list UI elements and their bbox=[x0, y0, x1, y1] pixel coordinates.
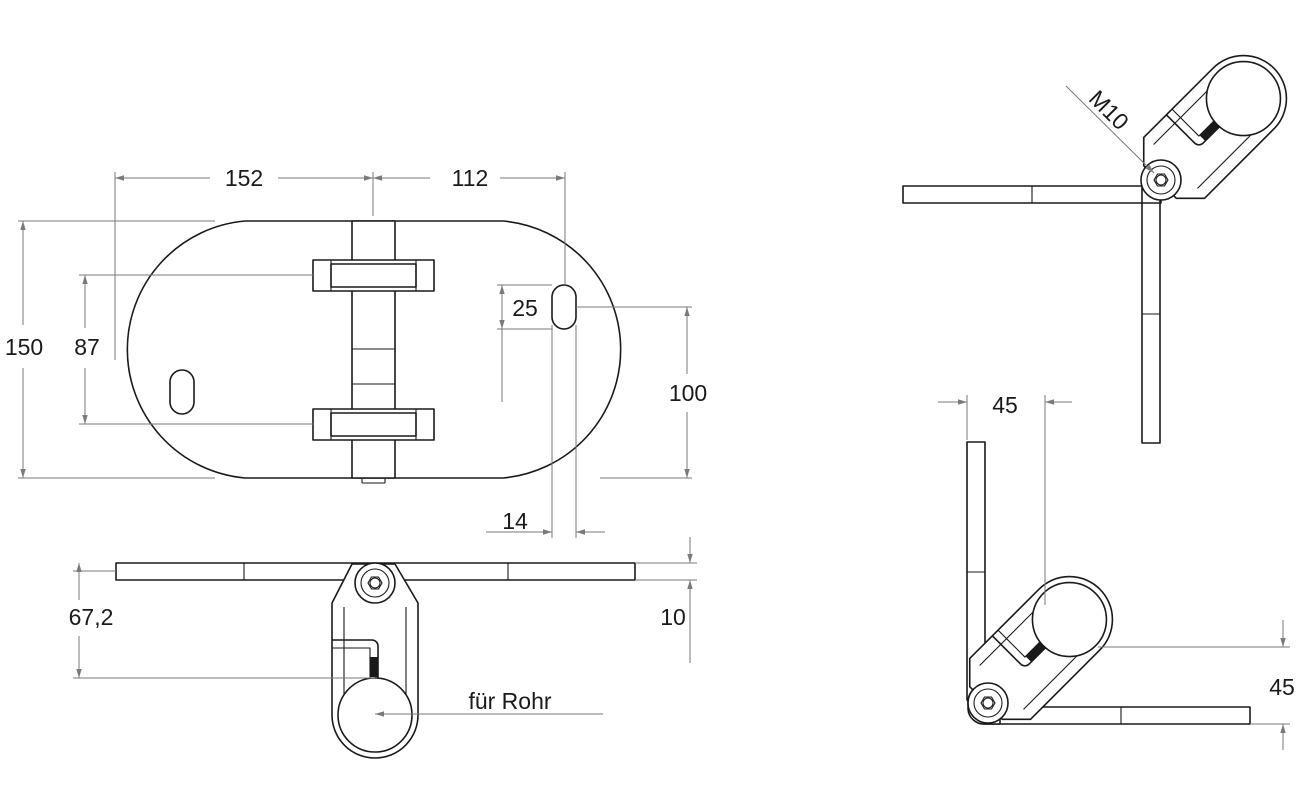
dim-150: 150 bbox=[5, 334, 43, 360]
lower-clamp bbox=[312, 408, 435, 441]
m10-leader bbox=[1065, 85, 1155, 174]
side-view-dimensions bbox=[73, 537, 697, 717]
dim-45-vertical: 45 bbox=[1269, 674, 1295, 700]
dim-152: 152 bbox=[225, 165, 263, 191]
dim-87: 87 bbox=[74, 334, 100, 360]
top-right-view bbox=[902, 54, 1288, 444]
top-view bbox=[126, 220, 622, 484]
upper-clamp bbox=[312, 259, 435, 292]
dim-112: 112 bbox=[452, 165, 489, 191]
bottom-right-dimensions bbox=[938, 395, 1290, 750]
dim-14: 14 bbox=[502, 508, 528, 534]
dim-10: 10 bbox=[660, 604, 686, 630]
side-tube-bore bbox=[337, 677, 413, 753]
plate-outline bbox=[126, 220, 622, 479]
tube-label: für Rohr bbox=[468, 688, 551, 714]
dimension-labels: 152 112 150 87 25 100 14 67,2 10 für Roh… bbox=[5, 85, 1295, 714]
bottom-right-view bbox=[966, 441, 1251, 725]
left-slot bbox=[169, 369, 195, 415]
top-view-dimensions bbox=[18, 172, 692, 538]
right-slot bbox=[551, 284, 577, 330]
side-view bbox=[115, 562, 636, 759]
dim-25: 25 bbox=[512, 295, 538, 321]
dim-100: 100 bbox=[669, 380, 707, 406]
dim-45-horizontal: 45 bbox=[992, 392, 1018, 418]
bolt-label: M10 bbox=[1084, 85, 1134, 135]
dim-67-2: 67,2 bbox=[69, 604, 114, 630]
